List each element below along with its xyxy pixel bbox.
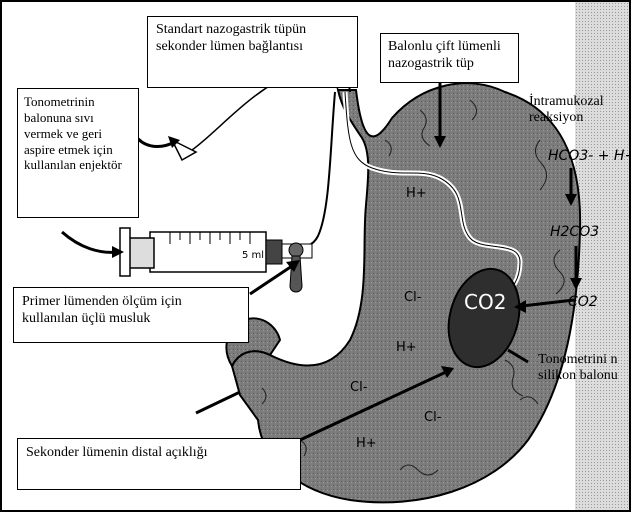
balloon-co2-label: CO2 [464,290,506,314]
callout-double-lumen: Balonlu çift lümenli nazogastrik tüp [380,33,519,83]
hatched-panel [575,2,629,510]
callout-distal-opening: Sekonder lümenin distal açıklığı [17,438,301,490]
arrow-duodenum [196,392,240,413]
ion-label-cl: Cl- [404,290,421,305]
reaction-step-2: H2CO3 [550,224,599,240]
arrow-to-syringe [62,232,118,252]
syringe-plunger-grip [128,238,154,268]
ion-label-h: H+ [396,340,417,355]
ion-label-cl: Cl- [350,380,367,395]
callout-silicone-balloon: Tonometrini n silikon balonu [538,352,618,384]
reaction-step-1: HCO3- + H+ [548,148,631,164]
syringe-tip [266,240,282,264]
callout-standart-tube: Standart nazogastrik tüpün sekonder lüme… [147,16,358,88]
ion-label-cl: Cl- [424,410,441,425]
intramucosal-caption: İntramukozal reaksiyon [529,94,627,126]
callout-stopcock: Primer lümenden ölçüm için kullanılan üç… [13,287,249,343]
ion-label-h: H+ [356,436,377,451]
callout-injector: Tonometrinin balonuna sıvı vermek ve ger… [17,88,139,218]
reaction-step-3: CO2 [568,294,598,310]
ion-label-h: H+ [406,186,427,201]
three-way-stopcock [282,243,312,292]
syringe-volume-mark: 5 ml [242,250,264,261]
